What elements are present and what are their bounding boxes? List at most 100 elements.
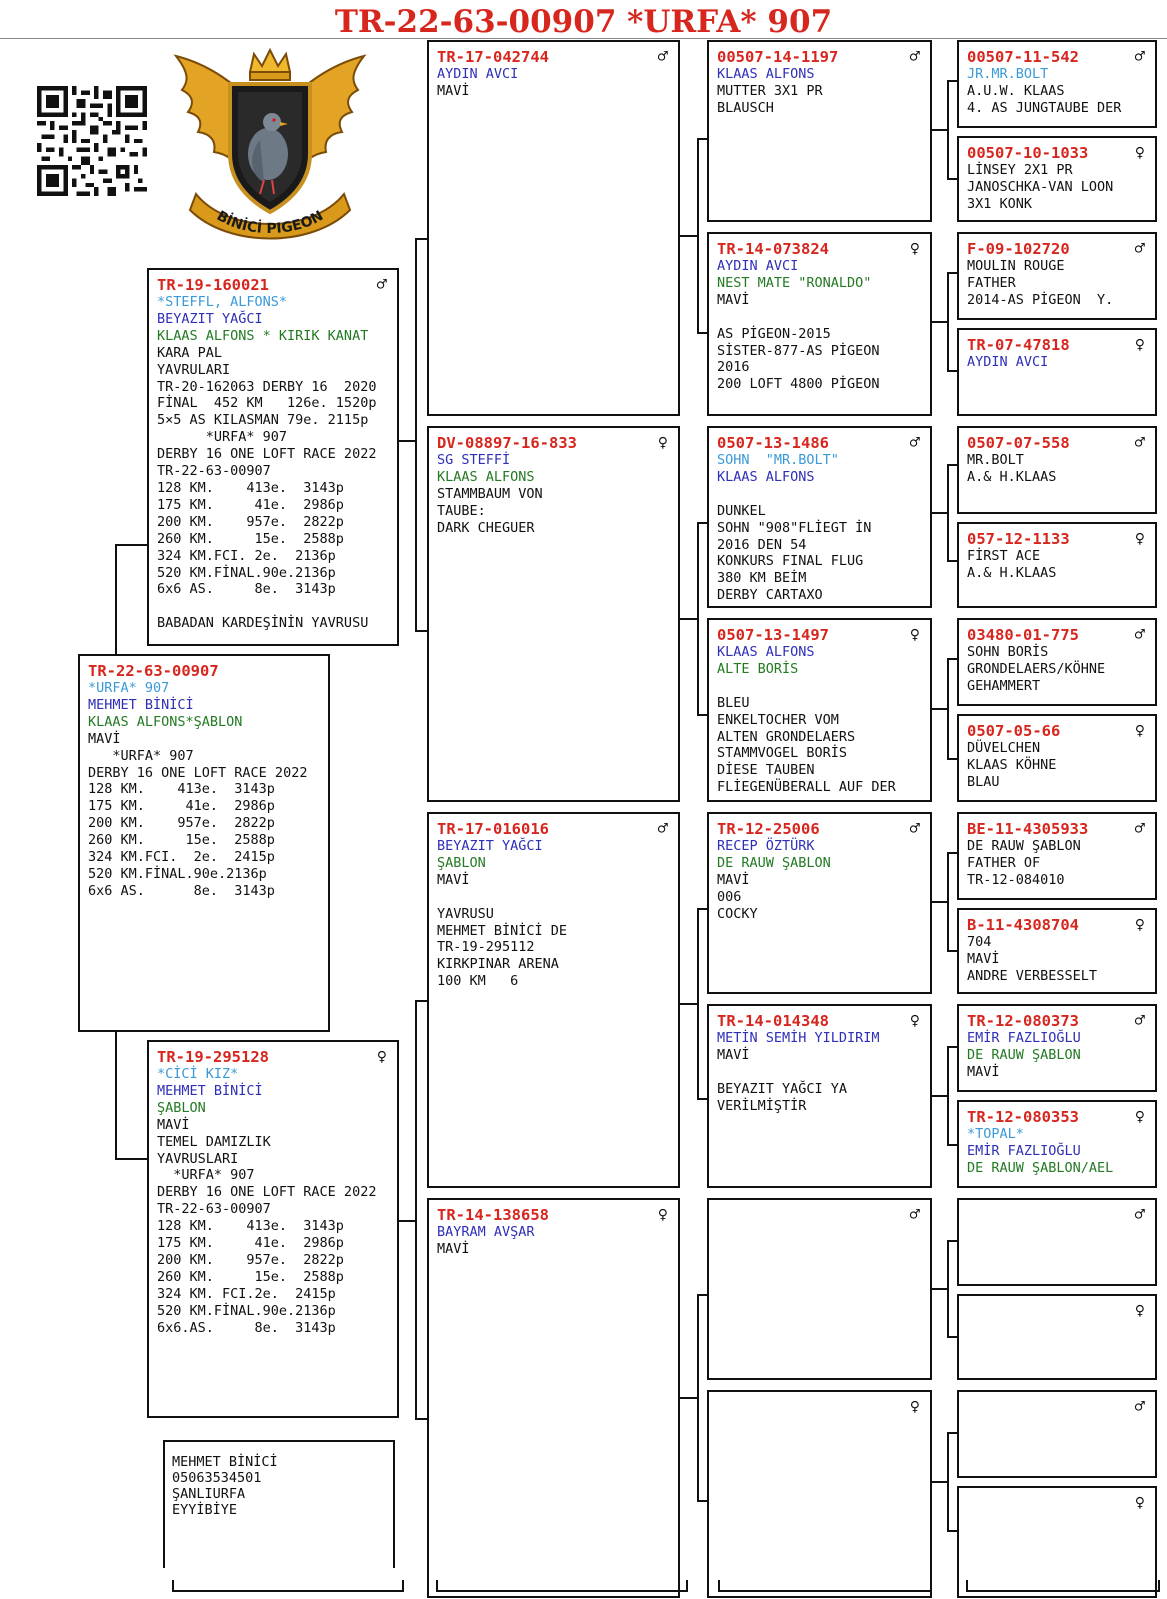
info-line: *URFA* 907 — [157, 1167, 255, 1184]
info-line: MEHMET BİNİCİ — [157, 1082, 263, 1099]
connector-line — [415, 630, 427, 632]
connector-line — [697, 522, 699, 714]
ring-number: TR-19-295128 — [157, 1048, 269, 1066]
info-line: ENKELTOCHER VOM — [717, 711, 839, 728]
male-icon: ♂ — [909, 1205, 920, 1225]
bottom-bracket — [172, 1580, 404, 1592]
owner-name: MEHMET BİNİCİ — [172, 1454, 278, 1470]
info-line: 2016 — [717, 359, 750, 376]
connector-line — [947, 80, 957, 82]
info-line — [717, 486, 922, 503]
male-icon: ♂ — [657, 819, 668, 839]
connector-line — [947, 560, 957, 562]
info-line: 3X1 KONK — [967, 195, 1033, 212]
info-line: SG STEFFİ — [437, 452, 511, 468]
info-line: KLAAS ALFONS — [437, 468, 535, 485]
connector-line — [399, 440, 415, 442]
info-line: 260 KM. 15e. 2588p — [157, 1268, 344, 1285]
info-line: *CİCİ KIZ* — [157, 1066, 239, 1082]
info-line: ANDRE VERBESSELT — [967, 967, 1098, 984]
connector-line — [115, 544, 117, 654]
connector-line — [932, 708, 947, 710]
info-line: *STEFFL, ALFONS* — [157, 294, 288, 310]
info-line: YAVRUSLARI — [157, 1150, 239, 1167]
info-line: VERİLMİŞTİR — [717, 1097, 807, 1114]
info-line: AS PİGEON-2015 — [717, 325, 831, 342]
info-line: FATHER — [967, 274, 1016, 291]
info-line: COCKY — [717, 905, 758, 922]
info-line: BAYRAM AVŞAR — [437, 1224, 535, 1240]
info-line: 260 KM. 15e. 2588p — [88, 832, 275, 849]
info-line: 260 KM. 15e. 2588p — [157, 530, 344, 547]
info-line: DE RAUW ŞABLON — [967, 838, 1081, 854]
female-icon: ♀ — [376, 1047, 387, 1067]
info-line: A.U.W. KLAAS — [967, 82, 1065, 99]
pedigree-box-sire: TR-19-160021♂*STEFFL, ALFONS*BEYAZIT YAĞ… — [147, 268, 399, 646]
connector-line — [415, 1000, 427, 1002]
info-line — [717, 309, 922, 326]
connector-line — [947, 1240, 949, 1336]
owner-city: ŞANLIURFA — [172, 1486, 246, 1502]
title-divider — [0, 38, 1167, 39]
info-line: 324 KM.FCI. 2e. 2415p — [88, 849, 275, 866]
connector-line — [697, 714, 707, 716]
info-line: ŞABLON — [437, 854, 486, 871]
ring-number: BE-11-4305933 — [967, 820, 1089, 838]
connector-line — [947, 1432, 957, 1434]
ring-number: 0507-05-66 — [967, 722, 1061, 740]
connector-line — [932, 129, 947, 131]
info-line: 5×5 AS KILASMAN 79e. 2115p — [157, 412, 369, 429]
info-line: A.& H.KLAAS — [967, 564, 1057, 581]
info-line: 200 KM. 957e. 2822p — [88, 815, 275, 832]
info-line: MAVİ — [717, 1046, 750, 1063]
info-line: KLAAS ALFONS*ŞABLON — [88, 713, 243, 730]
info-line: DERBY CARTAXO — [717, 587, 823, 604]
info-line: 200 KM. 957e. 2822p — [157, 1251, 344, 1268]
info-line: KIRKPINAR ARENA — [437, 956, 559, 973]
female-icon: ♀ — [1134, 1107, 1145, 1127]
ring-number: 03480-01-775 — [967, 626, 1079, 644]
ring-number: TR-17-042744 — [437, 48, 549, 66]
ring-number: 00507-14-1197 — [717, 48, 839, 66]
connector-line — [697, 138, 707, 140]
female-icon: ♀ — [1134, 1301, 1145, 1321]
connector-line — [947, 1046, 957, 1048]
info-line: GEHAMMERT — [967, 677, 1041, 694]
info-line: 006 — [717, 888, 742, 905]
info-line: KLAAS KÖHNE — [967, 756, 1057, 773]
info-line: NEST MATE "RONALDO" — [717, 274, 872, 291]
info-line: YAVRULARI — [157, 361, 231, 378]
info-line: DUNKEL — [717, 502, 766, 519]
connector-line — [932, 512, 947, 514]
pedigree-box-g4: TR-07-47818♀AYDIN AVCI — [957, 328, 1157, 416]
info-line: KONKURS FINAL FLUG — [717, 553, 864, 570]
connector-line — [947, 464, 949, 560]
info-line: 128 KM. 413e. 3143p — [88, 781, 275, 798]
info-line: EMİR FAZLIOĞLU — [967, 1030, 1081, 1046]
connector-line — [947, 1336, 957, 1338]
info-line: MAVİ — [717, 291, 750, 308]
info-line: FATHER OF — [967, 854, 1041, 871]
info-line: KARA PAL — [157, 344, 223, 361]
female-icon: ♀ — [1134, 335, 1145, 355]
info-line: GRONDELAERS/KÖHNE — [967, 660, 1106, 677]
info-line: TR-19-295112 — [437, 939, 535, 956]
info-line: 4. AS JUNGTAUBE DER — [967, 99, 1122, 116]
info-line: 100 KM 6 — [437, 973, 519, 990]
info-line: 380 KM BEİM — [717, 570, 807, 587]
male-icon: ♂ — [376, 275, 387, 295]
info-line: BLEU — [717, 694, 750, 711]
info-line: AYDIN AVCI — [437, 66, 519, 82]
info-line: BABADAN KARDEŞİNİN YAVRUSU — [157, 615, 369, 632]
info-line: YAVRUSU — [437, 905, 494, 922]
info-line: *URFA* 907 — [88, 680, 170, 696]
male-icon: ♂ — [1134, 1397, 1145, 1417]
connector-line — [415, 238, 417, 632]
